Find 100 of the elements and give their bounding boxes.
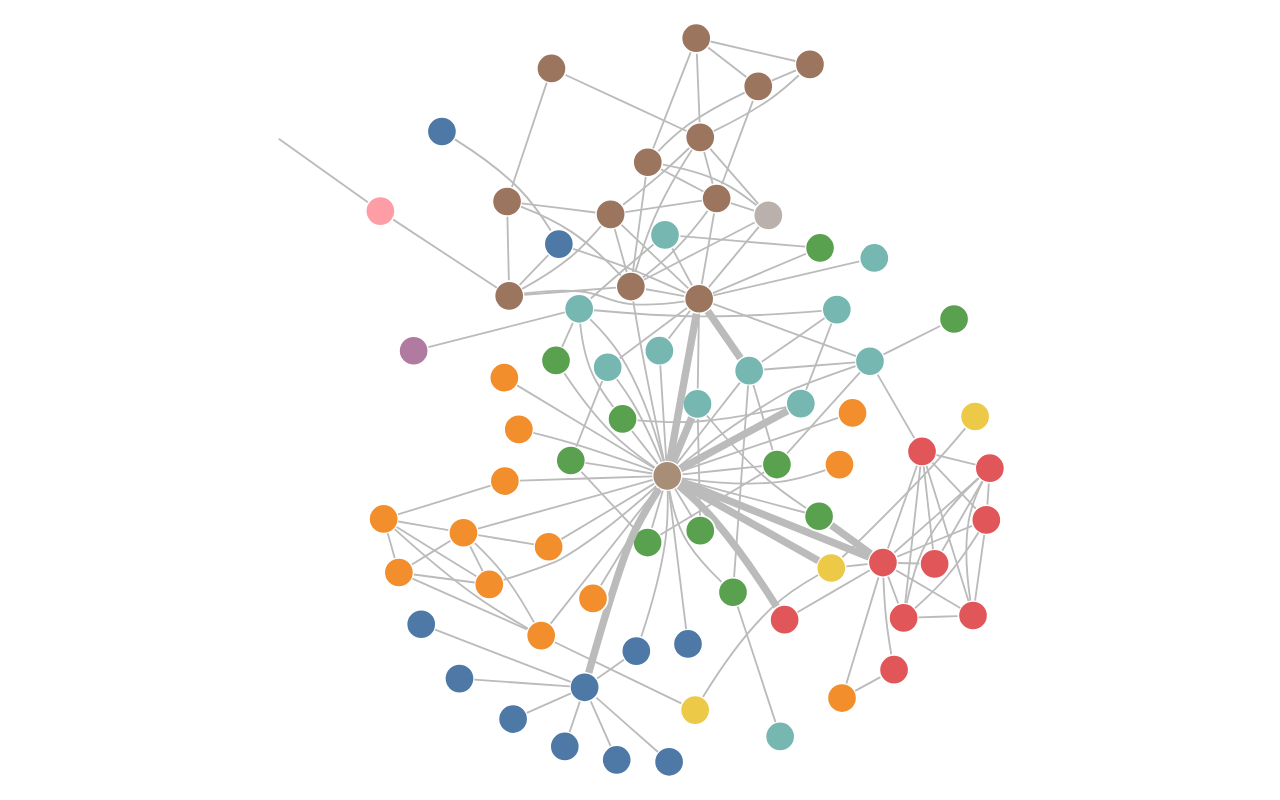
connector bbox=[711, 260, 860, 297]
connector bbox=[672, 487, 693, 519]
connector bbox=[519, 205, 621, 277]
connector bbox=[630, 430, 658, 465]
connector bbox=[639, 489, 668, 638]
node-circle bbox=[814, 552, 846, 584]
node-circle bbox=[502, 413, 534, 446]
connector bbox=[599, 487, 660, 587]
connector bbox=[711, 74, 799, 132]
connector bbox=[520, 225, 601, 290]
node-circle bbox=[825, 682, 857, 714]
node-circle bbox=[490, 185, 522, 218]
node-circle bbox=[767, 604, 800, 636]
connector bbox=[678, 235, 806, 248]
connector bbox=[621, 147, 690, 206]
connector bbox=[562, 372, 655, 469]
connector bbox=[510, 81, 547, 188]
connector bbox=[706, 225, 759, 289]
node-circle bbox=[554, 444, 586, 477]
connector bbox=[896, 562, 920, 565]
node-circle bbox=[531, 531, 564, 563]
node-circle bbox=[917, 548, 950, 580]
node-circle bbox=[820, 293, 852, 326]
node-circle bbox=[614, 270, 646, 303]
node-circle bbox=[683, 121, 715, 154]
connector bbox=[695, 418, 700, 517]
connector bbox=[276, 137, 368, 204]
connector bbox=[679, 478, 870, 561]
connector bbox=[875, 373, 915, 440]
connector bbox=[708, 148, 759, 205]
connector bbox=[392, 528, 528, 630]
node-circle bbox=[866, 546, 898, 579]
connector bbox=[531, 431, 653, 472]
connector bbox=[468, 545, 483, 573]
node-circle bbox=[488, 465, 520, 497]
node-circle bbox=[679, 22, 711, 54]
connector bbox=[579, 470, 638, 533]
connector bbox=[985, 482, 989, 506]
connector bbox=[619, 223, 689, 290]
node-circle bbox=[472, 568, 504, 601]
connector bbox=[704, 414, 806, 509]
connector bbox=[676, 365, 856, 468]
connector bbox=[453, 138, 551, 232]
connector bbox=[656, 91, 745, 152]
connector bbox=[769, 69, 796, 82]
connector bbox=[708, 40, 796, 62]
node-circle bbox=[700, 182, 732, 215]
connector bbox=[472, 678, 570, 688]
connector bbox=[844, 576, 879, 685]
node-circle bbox=[630, 526, 663, 559]
connector bbox=[804, 322, 832, 391]
connector bbox=[595, 658, 624, 680]
connector bbox=[522, 289, 685, 306]
connector bbox=[680, 469, 826, 485]
connector bbox=[840, 427, 966, 559]
connector bbox=[881, 325, 941, 356]
node-circle bbox=[937, 303, 969, 335]
connector bbox=[641, 210, 708, 279]
connector bbox=[785, 371, 860, 455]
connector bbox=[903, 465, 921, 605]
connector bbox=[921, 465, 933, 551]
connector bbox=[703, 309, 743, 361]
connector bbox=[524, 692, 571, 714]
connector bbox=[702, 151, 713, 185]
node-circle bbox=[751, 199, 783, 232]
node-circle bbox=[716, 576, 748, 608]
connector bbox=[679, 416, 838, 472]
connector bbox=[617, 307, 687, 360]
node-circle bbox=[567, 671, 600, 703]
connector bbox=[667, 490, 687, 630]
connector bbox=[795, 569, 870, 614]
connector bbox=[563, 74, 687, 132]
connector bbox=[695, 312, 699, 390]
connector bbox=[623, 199, 702, 214]
connector bbox=[410, 577, 527, 631]
connector bbox=[661, 163, 757, 207]
connector bbox=[385, 532, 395, 559]
connector bbox=[659, 168, 704, 193]
connector bbox=[728, 202, 754, 212]
connector bbox=[651, 51, 691, 150]
connector bbox=[584, 487, 661, 674]
connector bbox=[517, 254, 549, 286]
connector bbox=[658, 471, 764, 536]
connector bbox=[592, 309, 822, 318]
connector bbox=[732, 384, 748, 578]
connector bbox=[675, 482, 779, 609]
connector bbox=[644, 288, 684, 297]
connector bbox=[548, 487, 658, 625]
connector bbox=[635, 406, 787, 423]
node-circle bbox=[605, 403, 638, 435]
node-circle bbox=[793, 48, 825, 81]
connector bbox=[630, 176, 646, 273]
node-circle bbox=[367, 503, 399, 535]
node-circle bbox=[593, 198, 626, 231]
connector bbox=[711, 303, 856, 358]
connector bbox=[677, 407, 789, 472]
node-circle bbox=[396, 335, 429, 367]
node-circle bbox=[446, 517, 479, 549]
connector bbox=[396, 520, 449, 532]
connector bbox=[844, 563, 868, 568]
